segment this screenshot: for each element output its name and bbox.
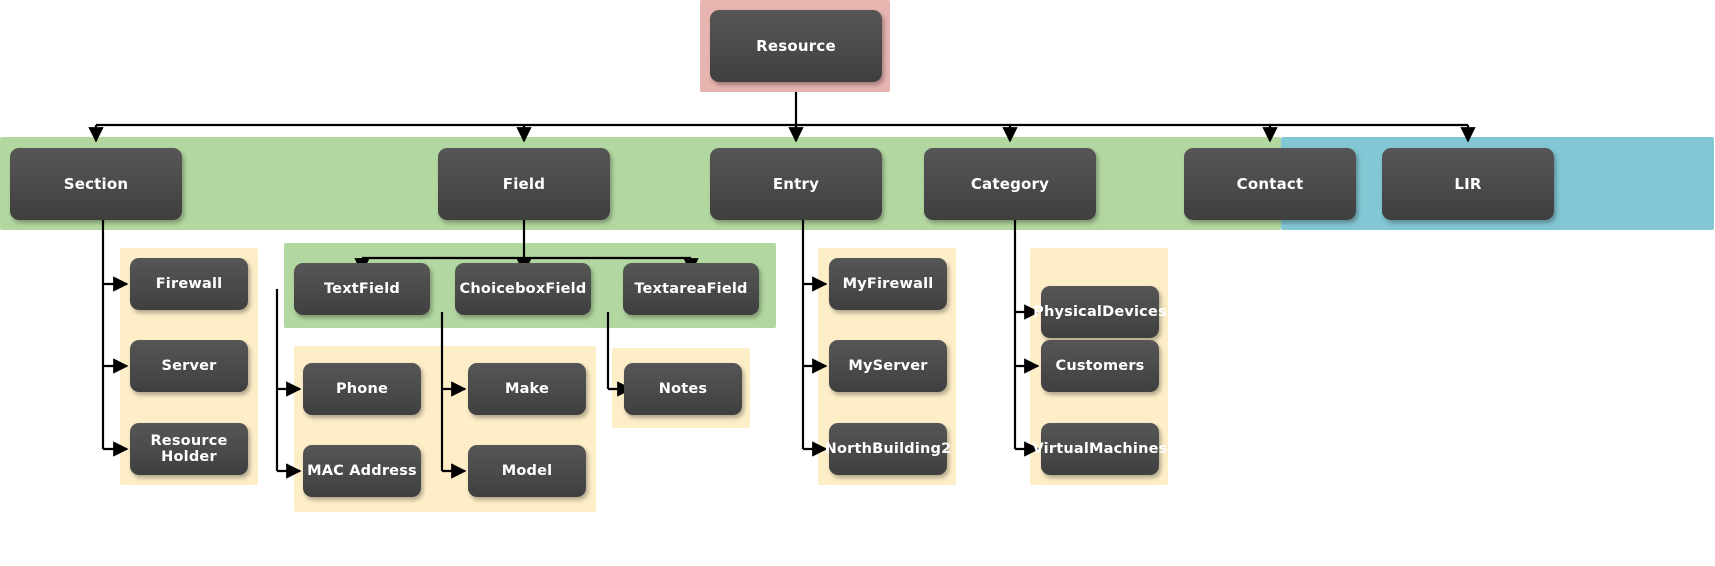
- node-server[interactable]: Server: [130, 340, 248, 392]
- node-phone[interactable]: Phone: [303, 363, 421, 415]
- node-textareafield[interactable]: TextareaField: [623, 263, 759, 315]
- node-notes[interactable]: Notes: [624, 363, 742, 415]
- node-category[interactable]: Category: [924, 148, 1096, 220]
- node-resource-holder[interactable]: Resource Holder: [130, 423, 248, 475]
- node-mac-address[interactable]: MAC Address: [303, 445, 421, 497]
- node-contact[interactable]: Contact: [1184, 148, 1356, 220]
- node-section[interactable]: Section: [10, 148, 182, 220]
- node-myfirewall[interactable]: MyFirewall: [829, 258, 947, 310]
- node-make[interactable]: Make: [468, 363, 586, 415]
- node-lir[interactable]: LIR: [1382, 148, 1554, 220]
- node-customers[interactable]: Customers: [1041, 340, 1159, 392]
- node-resource[interactable]: Resource: [710, 10, 882, 82]
- node-choiceboxfield[interactable]: ChoiceboxField: [455, 263, 591, 315]
- node-textfield[interactable]: TextField: [294, 263, 430, 315]
- node-firewall[interactable]: Firewall: [130, 258, 248, 310]
- node-entry[interactable]: Entry: [710, 148, 882, 220]
- node-northbuilding2[interactable]: NorthBuilding2: [825, 423, 951, 475]
- node-field[interactable]: Field: [438, 148, 610, 220]
- node-physicaldevices[interactable]: PhysicalDevices: [1033, 286, 1167, 338]
- node-myserver[interactable]: MyServer: [829, 340, 947, 392]
- node-model[interactable]: Model: [468, 445, 586, 497]
- node-virtualmachines[interactable]: VirtualMachines: [1033, 423, 1167, 475]
